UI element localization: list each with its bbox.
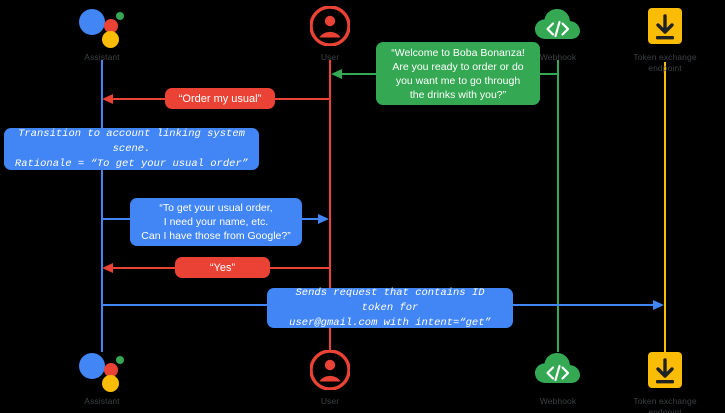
lifeline-token	[664, 62, 666, 352]
lifeline-webhook	[557, 60, 559, 352]
actor-assistant-bottom[interactable]: Assistant	[47, 348, 157, 407]
actor-label-user: User	[320, 396, 340, 406]
download-box-icon	[610, 348, 720, 392]
actor-label-webhook: Webhook	[539, 52, 577, 62]
message-welcome-text: “Welcome to Boba Bonanza! Are you ready …	[391, 46, 525, 101]
actor-label-token: Token exchange endpoint	[633, 396, 697, 413]
google-assistant-icon	[47, 4, 157, 48]
arrow-head-need-name	[318, 214, 329, 224]
actor-webhook-bottom[interactable]: Webhook	[503, 348, 613, 407]
actor-token-top[interactable]: Token exchange endpoint	[610, 4, 720, 74]
message-transition-note: Transition to account linking system sce…	[4, 128, 259, 170]
actor-label-webhook: Webhook	[539, 396, 577, 406]
arrow-head-sends-request	[653, 300, 664, 310]
arrow-head-welcome	[331, 69, 342, 79]
message-transition-note-text: Transition to account linking system sce…	[14, 127, 249, 170]
message-yes-text: “Yes”	[209, 261, 236, 274]
cloud-code-icon	[503, 4, 613, 48]
cloud-code-icon	[503, 348, 613, 392]
google-assistant-icon	[47, 348, 157, 392]
actor-token-bottom[interactable]: Token exchange endpoint	[610, 348, 720, 413]
actor-webhook-top[interactable]: Webhook	[503, 4, 613, 63]
user-circle-icon	[275, 4, 385, 48]
message-need-name-text: “To get your usual order, I need your na…	[141, 202, 291, 242]
arrow-head-yes	[102, 263, 113, 273]
actor-label-user: User	[320, 52, 340, 62]
arrow-head-order-usual	[102, 94, 113, 104]
message-welcome: “Welcome to Boba Bonanza! Are you ready …	[376, 42, 540, 105]
lifeline-assistant	[101, 60, 103, 352]
message-need-name: “To get your usual order, I need your na…	[130, 198, 302, 246]
actor-label-assistant: Assistant	[84, 52, 120, 62]
message-yes: “Yes”	[175, 257, 270, 278]
actor-user-top[interactable]: User	[275, 4, 385, 63]
download-box-icon	[610, 4, 720, 48]
message-order-usual: “Order my usual”	[165, 88, 275, 109]
actor-user-bottom[interactable]: User	[275, 348, 385, 407]
lifeline-user	[329, 60, 331, 352]
user-circle-icon	[275, 348, 385, 392]
message-sends-request: Sends request that contains ID token for…	[267, 286, 513, 329]
message-order-usual-text: “Order my usual”	[178, 92, 262, 105]
message-sends-request-text: Sends request that contains ID token for…	[289, 286, 491, 329]
actor-label-assistant: Assistant	[84, 396, 120, 406]
actor-label-token: Token exchange endpoint	[633, 52, 697, 73]
actor-assistant-top[interactable]: Assistant	[47, 4, 157, 63]
